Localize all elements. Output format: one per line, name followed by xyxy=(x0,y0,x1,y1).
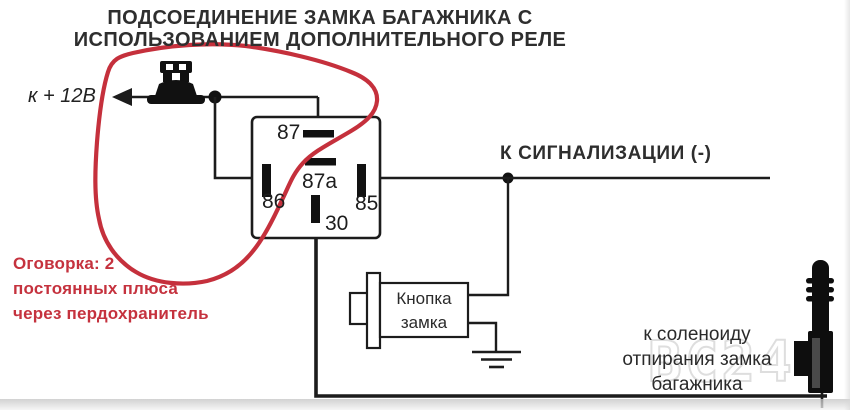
alarm-output-label: К СИГНАЛИЗАЦИИ (-) xyxy=(500,143,712,164)
video-edge-strip xyxy=(844,0,850,410)
relay-pin-label-86: 86 xyxy=(262,190,286,213)
relay-pin-87a xyxy=(305,158,336,166)
power-12v-label: к + 12В xyxy=(28,85,96,107)
annotation-circle xyxy=(93,42,380,286)
diagram-title: ПОДСОЕДИНЕНИЕ ЗАМКА БАГАЖНИКА С ИСПОЛЬЗО… xyxy=(73,7,567,51)
video-edge-band xyxy=(0,399,850,410)
lock-button-label: Кнопка замка xyxy=(396,289,452,332)
lock-button-box xyxy=(348,271,470,350)
wire xyxy=(468,178,510,297)
relay-pin-label-87: 87 xyxy=(277,121,301,144)
relay-pin-85 xyxy=(357,164,366,197)
red-note: Оговорка: 2 постоянных плюса через пердо… xyxy=(13,254,209,323)
relay-pin-label-30: 30 xyxy=(325,212,349,235)
solenoid-icon xyxy=(794,260,834,393)
ground-icon xyxy=(472,350,521,369)
wire xyxy=(314,222,827,398)
relay-pin-label-85: 85 xyxy=(355,192,379,215)
relay-pin-87 xyxy=(303,130,334,138)
wire xyxy=(213,97,263,180)
arrow-left-icon xyxy=(112,88,132,106)
solenoid-label: к соленоиду отпирания замка багажника xyxy=(622,324,772,395)
relay-pin-30 xyxy=(311,195,320,223)
relay-pin-label-87a: 87a xyxy=(302,170,338,193)
relay-box xyxy=(250,115,382,240)
wire xyxy=(468,321,498,351)
fuse-icon xyxy=(147,61,205,104)
watermark: ВС24 xyxy=(647,329,795,396)
relay-pin-86 xyxy=(262,164,271,197)
